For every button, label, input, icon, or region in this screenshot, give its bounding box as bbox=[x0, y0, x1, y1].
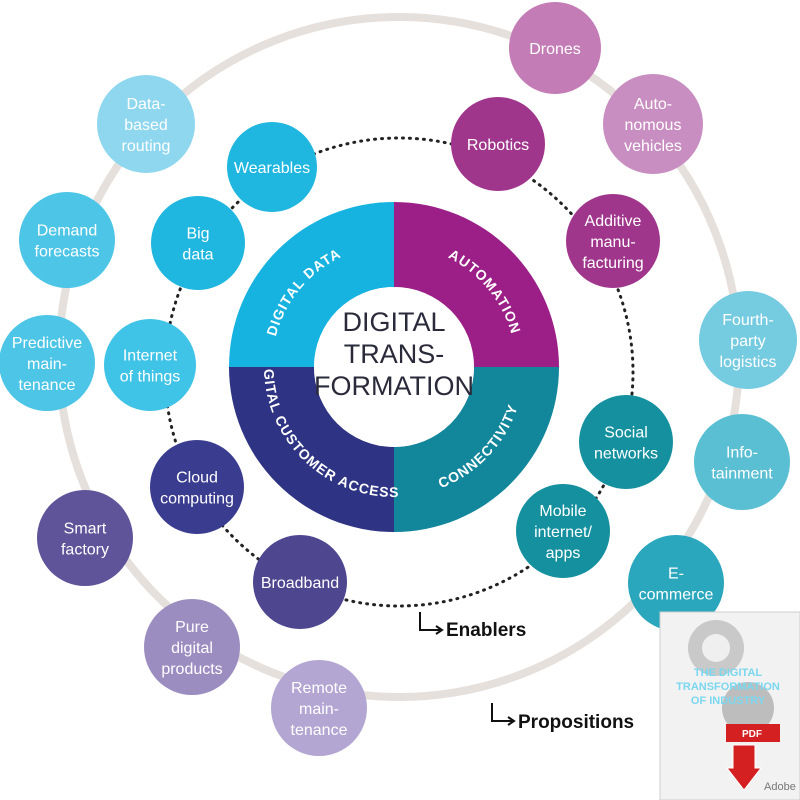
bubble-label-broadband: Broadband bbox=[261, 575, 339, 592]
bubble-remote-maintenance bbox=[271, 660, 367, 756]
bubble-label-cloud-computing: computing bbox=[160, 491, 234, 508]
bubble-label-robotics: Robotics bbox=[467, 137, 529, 154]
bubble-broadband bbox=[253, 535, 347, 629]
center-title-line-1: DIGITAL bbox=[342, 307, 445, 337]
bubble-label-autonomous-vehicles: vehicles bbox=[624, 138, 682, 155]
bubble-label-demand-forecasts: Demand bbox=[37, 223, 97, 240]
bubble-label-additive-manufacturing: facturing bbox=[582, 255, 643, 272]
bubble-label-data-based-routing: based bbox=[124, 117, 168, 134]
bubble-label-pure-digital-products: digital bbox=[171, 640, 213, 657]
bubble-label-e-commerce: E- bbox=[668, 566, 684, 583]
pdf-label-box bbox=[726, 724, 780, 742]
bubble-label-smart-factory: factory bbox=[61, 542, 109, 559]
segment-automation bbox=[394, 202, 559, 367]
bubble-label-pure-digital-products: products bbox=[161, 661, 222, 678]
pdf-download-arrow-icon bbox=[725, 744, 763, 791]
propositions-arrowhead-icon bbox=[507, 716, 516, 726]
propositions-arrow-icon bbox=[491, 703, 512, 722]
enablers-arrowhead-icon bbox=[435, 625, 444, 635]
bubble-label-mobile-internet-apps: internet/ bbox=[534, 524, 592, 541]
bubble-label-mobile-internet-apps: apps bbox=[546, 545, 581, 562]
bubble-fourth-party-logistics bbox=[699, 291, 797, 389]
bubble-smart-factory bbox=[37, 490, 133, 586]
center-title-line-3: FORMATION bbox=[314, 371, 474, 401]
bubble-e-commerce bbox=[628, 535, 724, 631]
bubble-cloud-computing bbox=[150, 440, 244, 534]
bubble-label-remote-maintenance: tenance bbox=[291, 722, 348, 739]
bubble-label-big-data: Big bbox=[186, 226, 209, 243]
bubble-wearables bbox=[227, 122, 317, 212]
pdf-cover-nut-hole-icon bbox=[702, 634, 730, 662]
legend-propositions-label: Propositions bbox=[518, 712, 634, 733]
bubble-label-data-based-routing: routing bbox=[122, 138, 171, 155]
bubble-label-predictive-maintenance: main- bbox=[27, 356, 67, 373]
pdf-cover-title-2: TRANSFORMATION bbox=[676, 681, 780, 693]
bubble-autonomous-vehicles bbox=[603, 74, 703, 174]
bubble-infotainment bbox=[694, 414, 790, 510]
pdf-download-badge[interactable]: THE DIGITAL TRANSFORMATION OF INDUSTRY P… bbox=[659, 611, 800, 800]
bubble-demand-forecasts bbox=[19, 192, 115, 288]
bubble-label-infotainment: Info- bbox=[726, 445, 758, 462]
bubble-label-infotainment: tainment bbox=[711, 466, 773, 483]
bubble-label-fourth-party-logistics: party bbox=[730, 333, 766, 350]
bubble-label-remote-maintenance: main- bbox=[299, 701, 339, 718]
adobe-label: Adobe bbox=[764, 781, 796, 793]
bubble-label-big-data: data bbox=[182, 247, 213, 264]
bubble-label-pure-digital-products: Pure bbox=[175, 619, 209, 636]
legend-enablers-label: Enablers bbox=[446, 620, 526, 641]
segment-digital-customer-access bbox=[394, 367, 559, 532]
bubble-label-predictive-maintenance: Predictive bbox=[12, 335, 82, 352]
bubble-label-internet-of-things: Internet bbox=[123, 348, 178, 365]
bubble-label-fourth-party-logistics: logistics bbox=[720, 354, 777, 371]
bubble-predictive-maintenance bbox=[0, 315, 95, 411]
central-donut bbox=[229, 202, 559, 532]
bubble-mobile-internet-apps bbox=[516, 484, 610, 578]
donut-center bbox=[314, 287, 474, 447]
bubble-label-demand-forecasts: forecasts bbox=[35, 244, 100, 261]
legend-propositions: Propositions bbox=[491, 703, 634, 733]
bubble-internet-of-things bbox=[104, 319, 196, 411]
pdf-cover-title-1: THE DIGITAL bbox=[694, 667, 763, 679]
bubble-label-additive-manufacturing: manu- bbox=[590, 234, 635, 251]
bubble-label-internet-of-things: of things bbox=[120, 369, 180, 386]
bubble-pure-digital-products bbox=[144, 599, 240, 695]
pdf-cover-bolt-icon bbox=[722, 682, 774, 734]
bubble-label-drones: Drones bbox=[529, 41, 581, 58]
legend-enablers: Enablers bbox=[419, 612, 526, 641]
bubble-social-networks bbox=[579, 395, 673, 489]
bubble-label-predictive-maintenance: tenance bbox=[19, 377, 76, 394]
bubble-label-social-networks: Social bbox=[604, 425, 648, 442]
bubble-robotics bbox=[451, 97, 545, 191]
bubble-label-remote-maintenance: Remote bbox=[291, 680, 347, 697]
center-title-line-2: TRANS- bbox=[344, 339, 445, 369]
pdf-cover-title-3: OF INDUSTRY bbox=[691, 695, 766, 707]
bubble-label-fourth-party-logistics: Fourth- bbox=[722, 312, 774, 329]
bubble-label-autonomous-vehicles: nomous bbox=[625, 117, 682, 134]
bubble-label-wearables: Wearables bbox=[234, 160, 310, 177]
bubble-label-cloud-computing: Cloud bbox=[176, 470, 218, 487]
bubble-label-social-networks: networks bbox=[594, 446, 658, 463]
bubble-label-data-based-routing: Data- bbox=[126, 96, 165, 113]
bubble-label-smart-factory: Smart bbox=[64, 521, 107, 538]
bubble-label-autonomous-vehicles: Auto- bbox=[634, 96, 672, 113]
bubble-big-data bbox=[151, 196, 245, 290]
bubble-label-mobile-internet-apps: Mobile bbox=[539, 503, 586, 520]
segment-digital-data bbox=[229, 202, 394, 367]
enablers-arrow-icon bbox=[419, 612, 440, 631]
pdf-label: PDF bbox=[742, 729, 762, 740]
bubble-label-e-commerce: commerce bbox=[639, 587, 714, 604]
bubble-label-additive-manufacturing: Additive bbox=[585, 213, 642, 230]
bubble-drones bbox=[509, 2, 601, 94]
segment-connectivity bbox=[229, 367, 394, 532]
bubble-additive-manufacturing bbox=[566, 194, 660, 288]
bubble-data-based-routing bbox=[97, 75, 195, 173]
